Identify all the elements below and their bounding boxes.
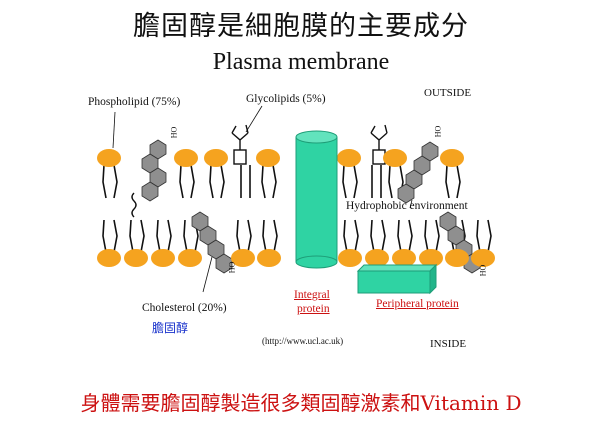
cholesterol-tail-upper: [131, 192, 137, 218]
diagram-title: Plasma membrane: [212, 49, 390, 75]
label-source: (http://www.ucl.ac.uk): [262, 336, 344, 346]
label-cholesterol-cn: 膽固醇: [152, 321, 189, 335]
slide-title: 膽固醇是細胞膜的主要成分: [133, 11, 469, 42]
upper-leaflet-heads: [97, 149, 464, 167]
integral-protein-shape: [295, 130, 338, 269]
label-ho-4: HO: [478, 264, 488, 277]
label-integral-line1: Integral: [294, 289, 330, 301]
label-inside: INSIDE: [430, 338, 467, 350]
label-outside: OUTSIDE: [424, 87, 472, 99]
label-ho-1: HO: [169, 126, 179, 139]
peripheral-protein-shape: [356, 263, 438, 295]
label-hydrophobic: Hydrophobic environment: [346, 200, 468, 212]
lower-leaflet-heads: [97, 249, 495, 267]
label-ho-3: HO: [433, 125, 443, 138]
label-glycolipids: Glycolipids (5%): [246, 93, 326, 105]
pointer-phospholipid: [112, 111, 116, 149]
label-cholesterol: Cholesterol (20%): [142, 302, 227, 314]
slide-footer: 身體需要膽固醇製造很多類固醇激素和Vitamin D: [80, 391, 522, 415]
glycolipid-sugars: [231, 124, 388, 150]
label-integral-line2: protein: [297, 303, 330, 315]
pointer-glycolipids: [245, 105, 263, 133]
glycolipid-stems: [233, 149, 386, 165]
pointer-cholesterol: [202, 256, 213, 293]
label-ho-2: HO: [227, 261, 237, 274]
label-phospholipid: Phospholipid (75%): [88, 96, 181, 108]
pointer-hydrophobic: [409, 199, 413, 209]
label-peripheral: Peripheral protein: [376, 298, 459, 310]
